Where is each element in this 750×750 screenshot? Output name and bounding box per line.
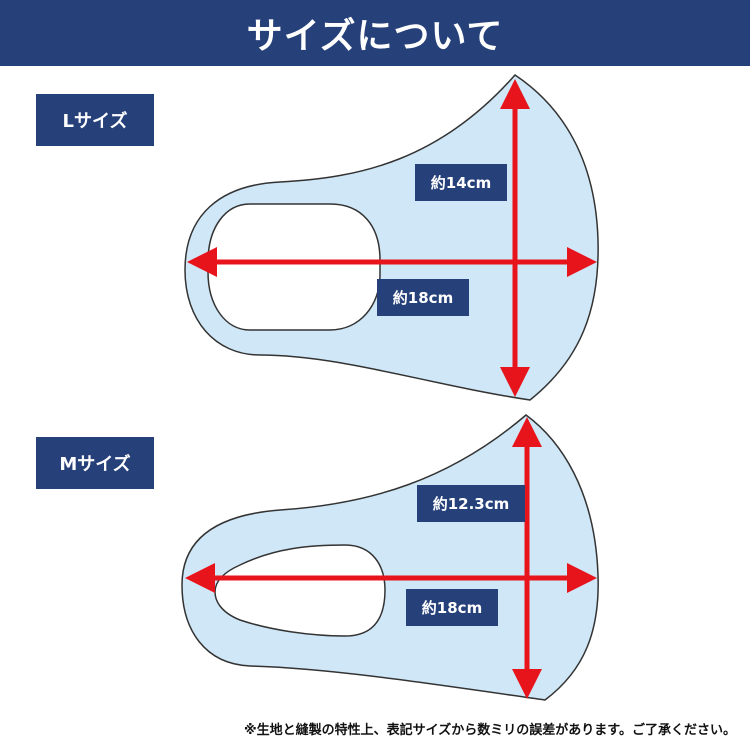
size-badge-large: Lサイズ: [36, 94, 154, 146]
width-label-large: 約18cm: [377, 279, 469, 316]
height-label-large: 約14cm: [415, 164, 507, 201]
mask-large: [184, 74, 599, 401]
mask-medium-body: [181, 414, 599, 701]
height-label-medium: 約12.3cm: [417, 485, 525, 522]
size-badge-medium: Mサイズ: [36, 437, 154, 489]
footnote: ※生地と縫製の特性上、表記サイズから数ミリの誤差があります。ご了承ください。: [244, 723, 736, 738]
page-title: サイズについて: [0, 0, 750, 66]
width-label-medium: 約18cm: [406, 589, 498, 626]
mask-medium: [181, 414, 599, 701]
mask-large-ear-hole: [207, 203, 381, 331]
